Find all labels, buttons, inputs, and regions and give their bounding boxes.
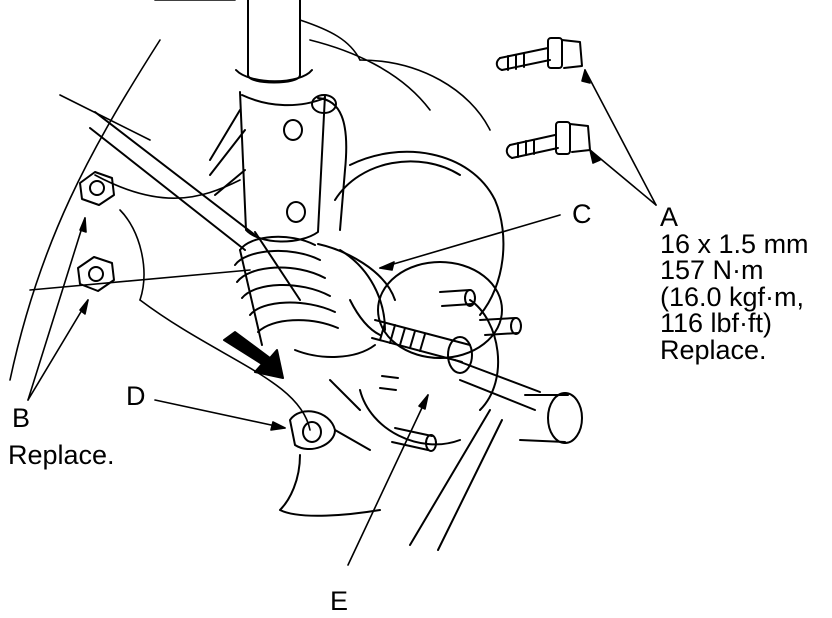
brake-disc (334, 150, 505, 446)
nut-b-lower (77, 256, 115, 292)
body-outline (9, 0, 491, 431)
label-e: E (330, 586, 349, 616)
direction-arrow (223, 331, 284, 379)
flange-bolt-lower (505, 121, 591, 159)
wheel-studs (379, 289, 522, 452)
spec-a-note: Replace. (660, 334, 767, 365)
knuckle (279, 379, 381, 517)
label-a: A (660, 202, 679, 232)
spec-a-size: 16 x 1.5 mm (660, 228, 809, 259)
stabilizer-bar (89, 111, 256, 251)
spec-a-torque-lbf: 116 lbf·ft) (660, 308, 773, 338)
strut (209, 0, 348, 301)
label-d: D (126, 381, 146, 411)
driveshaft-spline (371, 319, 583, 444)
spec-a-torque-kgf: (16.0 kgf·m, (660, 281, 805, 312)
label-c: C (572, 199, 592, 229)
spec-a: A 16 x 1.5 mm 157 N·m (16.0 kgf·m, 116 l… (660, 204, 809, 363)
label-b-note: Replace. (8, 440, 115, 470)
tie-rod (409, 409, 503, 551)
nut-b-upper (79, 171, 115, 206)
label-b: B (12, 403, 31, 433)
leader-lines (27, 69, 657, 566)
spec-a-torque-nm: 157 N·m (660, 255, 764, 285)
flange-bolt-upper (495, 37, 583, 71)
cv-boot (234, 235, 396, 358)
